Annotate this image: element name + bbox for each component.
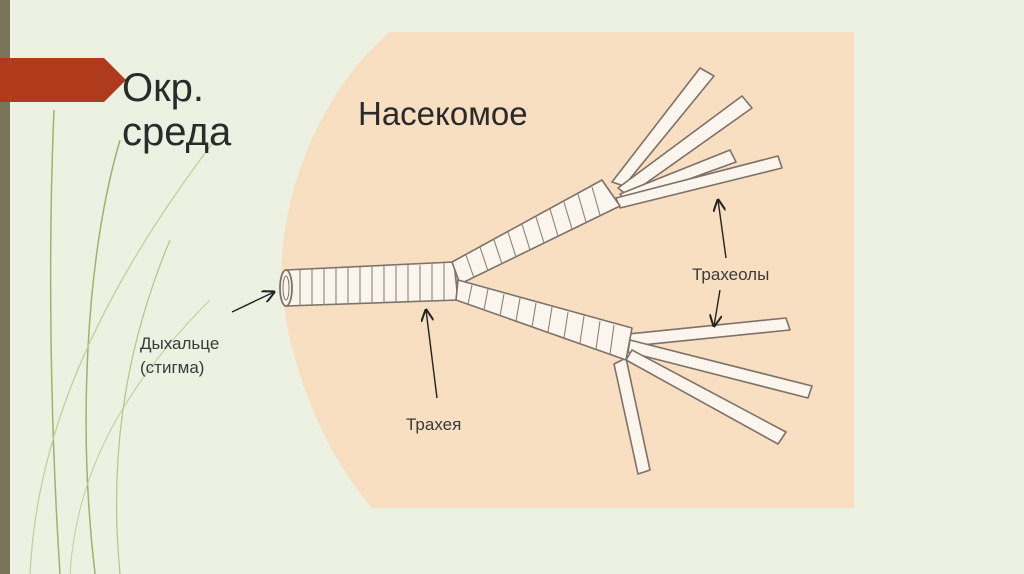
trachea-upper-branch (451, 179, 621, 285)
trachea-label: Трахея (406, 415, 461, 434)
left-border-stripe (0, 0, 10, 574)
decorative-curves (29, 109, 216, 574)
body-label: Насекомое (358, 95, 528, 132)
trachea-rings (299, 186, 615, 355)
tracheoles-arrow-up (718, 200, 727, 259)
slide-title-line1: Окр. (122, 66, 204, 110)
spiracle-label-line2: (стигма) (140, 358, 204, 377)
spiracle (279, 269, 293, 307)
spiracle-arrow (231, 292, 274, 313)
upper-tracheoles (611, 67, 783, 209)
spiracle-inner (282, 275, 290, 301)
trachea-lower-branch (455, 279, 633, 361)
title-marker (0, 58, 126, 102)
tracheoles-arrow-down (714, 289, 720, 326)
slide-title: Окр. среда (122, 66, 231, 154)
spiracle-label-line1: Дыхальце (140, 334, 219, 353)
trachea-arrow (426, 310, 438, 399)
tracheoles-label: Трахеолы (692, 265, 769, 284)
insect-body (281, 32, 854, 508)
lower-tracheoles (613, 317, 813, 475)
slide-title-line2: среда (122, 110, 232, 154)
